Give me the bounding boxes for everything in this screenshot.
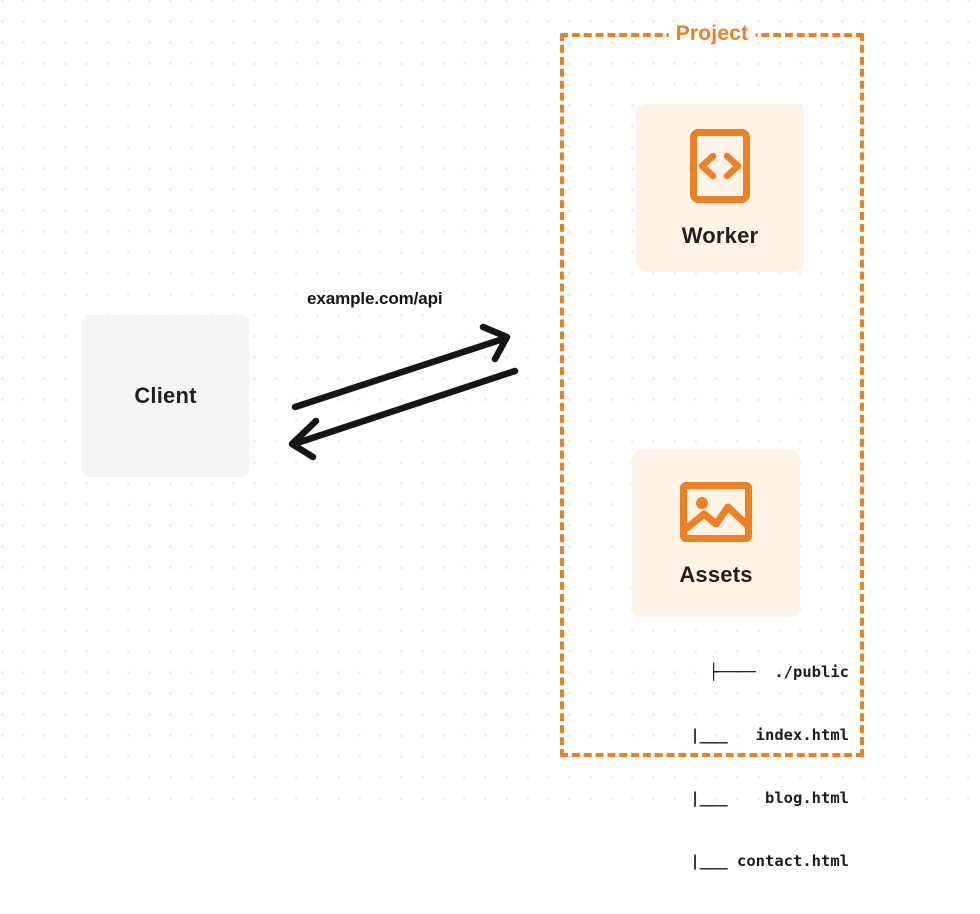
file-tree-line-blog: |___ blog.html: [662, 789, 849, 807]
connection-label: example.com/api: [307, 289, 443, 308]
diagram-canvas: Client example.com/api Project W: [0, 0, 980, 870]
project-container: Project Worker Assets: [560, 22, 864, 870]
file-tree-line-contact: |___ contact.html: [662, 852, 849, 870]
assets-file-tree: ├──── ./public |___ index.html |___ blog…: [604, 620, 849, 914]
assets-card-label: Assets: [679, 561, 753, 587]
client-node[interactable]: Client: [82, 315, 249, 477]
image-picture-icon: [679, 481, 753, 548]
response-arrow: [288, 367, 519, 461]
request-arrow: [291, 323, 511, 411]
worker-card-label: Worker: [681, 222, 759, 248]
file-tree-line-root: ├──── ./public: [709, 663, 849, 681]
client-node-label: Client: [134, 383, 197, 408]
project-title: Project: [668, 22, 756, 46]
worker-card[interactable]: Worker: [636, 104, 804, 272]
assets-card[interactable]: Assets: [632, 450, 800, 618]
file-tree-line-index: |___ index.html: [662, 726, 849, 744]
code-brackets-icon: [689, 128, 751, 209]
